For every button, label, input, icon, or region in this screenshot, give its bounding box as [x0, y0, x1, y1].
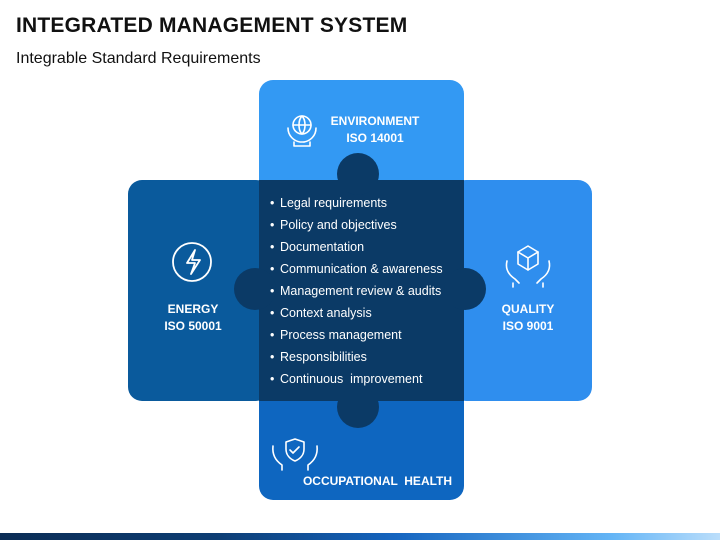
environment-name: ENVIRONMENT — [330, 114, 420, 128]
energy-label: ENERGY ISO 50001 — [143, 301, 243, 335]
list-item: Context analysis — [270, 302, 443, 324]
requirements-list: Legal requirements Policy and objectives… — [270, 192, 443, 390]
knob-right — [444, 268, 486, 310]
page-title: INTEGRATED MANAGEMENT SYSTEM — [16, 14, 408, 37]
list-item: Continuous improvement — [270, 368, 443, 390]
knob-top — [337, 153, 379, 195]
energy-standard: ISO 50001 — [164, 319, 222, 333]
energy-panel — [128, 180, 270, 401]
shield-check-in-hands-icon — [272, 438, 318, 471]
quality-standard: ISO 9001 — [502, 319, 554, 333]
quality-label: QUALITY ISO 9001 — [478, 301, 578, 335]
box-in-hands-icon — [505, 245, 551, 288]
energy-name: ENERGY — [167, 302, 219, 316]
list-item: Responsibilities — [270, 346, 443, 368]
list-item: Process management — [270, 324, 443, 346]
list-item: Communication & awareness — [270, 258, 443, 280]
quality-name: QUALITY — [501, 302, 555, 316]
knob-left — [234, 268, 276, 310]
globe-in-hands-icon — [287, 115, 317, 147]
list-item: Policy and objectives — [270, 214, 443, 236]
environment-label: ENVIRONMENT ISO 14001 — [325, 113, 425, 147]
lightning-bolt-icon — [172, 242, 212, 282]
list-item: Legal requirements — [270, 192, 443, 214]
ohs-panel — [259, 370, 464, 500]
quality-panel — [452, 180, 592, 401]
environment-panel — [259, 80, 464, 210]
page-subtitle: Integrable Standard Requirements — [16, 50, 261, 67]
ohs-name: OCCUPATIONAL HEALTH — [302, 474, 453, 488]
knob-bottom — [337, 386, 379, 428]
footer-gradient-bar — [0, 533, 720, 540]
ohs-label: OCCUPATIONAL HEALTH AND SAFETY ISO 45001 — [300, 439, 455, 558]
list-item: Management review & audits — [270, 280, 443, 302]
environment-standard: ISO 14001 — [346, 131, 404, 145]
list-item: Documentation — [270, 236, 443, 258]
